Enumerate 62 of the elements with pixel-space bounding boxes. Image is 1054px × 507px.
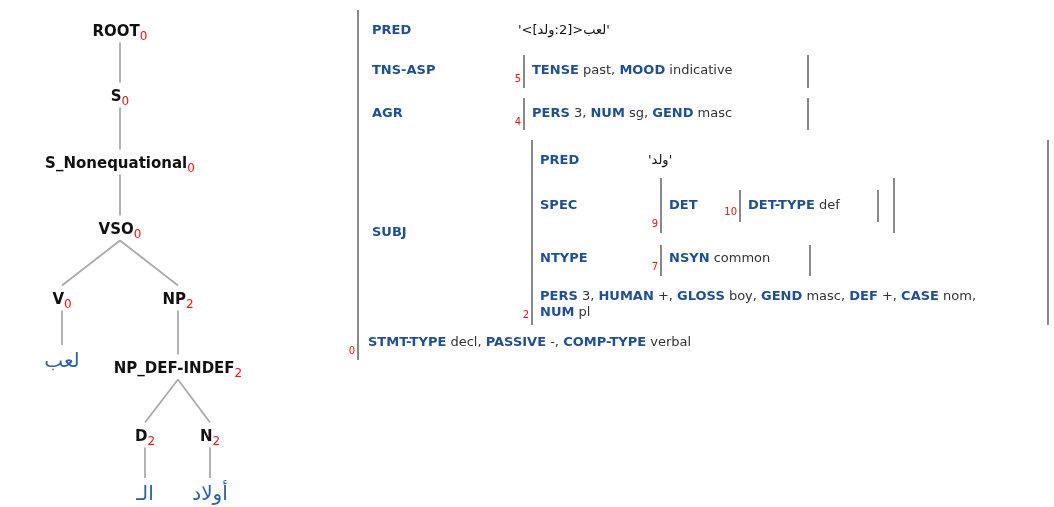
category-name: VSO — [98, 219, 134, 238]
index-number: 5 — [514, 73, 521, 84]
category-name: NP — [162, 289, 186, 308]
attribute-name: DET — [669, 197, 698, 213]
index-subscript: 0 — [187, 160, 195, 175]
index-number: 10 — [724, 206, 737, 217]
attribute-name: SPEC — [540, 197, 578, 213]
index-subscript: 2 — [147, 433, 156, 448]
tree-branch — [119, 41, 121, 84]
category-name: V — [52, 289, 64, 308]
feature-bracket — [523, 55, 809, 88]
feature-values: PERS 3, HUMAN +, GLOSS boy, GEND masc, DEF +, CASE nom, NUM pl — [540, 288, 978, 320]
attribute-name: AGR — [372, 105, 403, 121]
index-subscript: 0 — [133, 226, 142, 241]
category-name: N — [199, 426, 213, 445]
feature-bracket — [739, 190, 879, 222]
attribute-name: PRED — [372, 22, 412, 38]
index-subscript: 2 — [185, 296, 194, 311]
index-subscript: 0 — [64, 296, 72, 311]
attribute-name: TNS-ASP — [372, 62, 436, 78]
predicate-value: 'ولد' — [648, 152, 673, 168]
index-subscript: 2 — [212, 433, 221, 448]
attribute-name: SUBJ — [372, 224, 407, 240]
predicate-value: 'لعب<[2:ولد]>' — [518, 22, 610, 38]
index-number: 2 — [522, 309, 529, 320]
tree-branch — [61, 309, 63, 346]
feature-values: NSYN common — [669, 250, 771, 266]
category-name: NP_DEF-INDEF — [113, 358, 235, 377]
feature-values: PERS 3, NUM sg, GEND masc — [532, 105, 733, 121]
tree-branch — [119, 106, 121, 151]
word-label: الـ — [136, 481, 154, 505]
feature-values: DET-TYPE def — [748, 197, 840, 213]
feature-bracket — [660, 178, 895, 233]
attribute-name: NTYPE — [540, 250, 588, 266]
feature-bracket — [660, 245, 811, 276]
word-label: لعب — [44, 348, 80, 372]
attribute-name: PRED — [540, 152, 580, 168]
tree-branch — [177, 309, 179, 356]
category-name: D — [134, 426, 148, 445]
tree-branch — [144, 446, 146, 479]
feature-bracket — [531, 140, 1049, 325]
tree-branch — [119, 239, 179, 287]
index-number: 7 — [651, 261, 658, 272]
index-number: 0 — [348, 345, 355, 356]
feature-values: STMT-TYPE decl, PASSIVE -, COMP-TYPE verbal — [368, 334, 692, 350]
index-subscript: 0 — [139, 28, 148, 43]
tree-branch — [144, 378, 179, 424]
feature-bracket — [357, 10, 1051, 360]
index-number: 9 — [651, 218, 658, 229]
category-name: ROOT — [92, 21, 140, 40]
tree-branch — [177, 378, 211, 424]
tree-branch — [61, 239, 121, 287]
tree-branch — [209, 446, 211, 479]
feature-values: TENSE past, MOOD indicative — [532, 62, 733, 78]
index-subscript: 2 — [234, 365, 243, 380]
index-subscript: 0 — [121, 93, 130, 108]
category-name: S_Nonequational — [45, 153, 188, 172]
index-number: 4 — [514, 116, 521, 127]
category-name: S — [110, 86, 122, 105]
feature-bracket — [523, 98, 809, 130]
word-label: أولاد — [192, 481, 228, 505]
tree-branch — [119, 173, 121, 217]
